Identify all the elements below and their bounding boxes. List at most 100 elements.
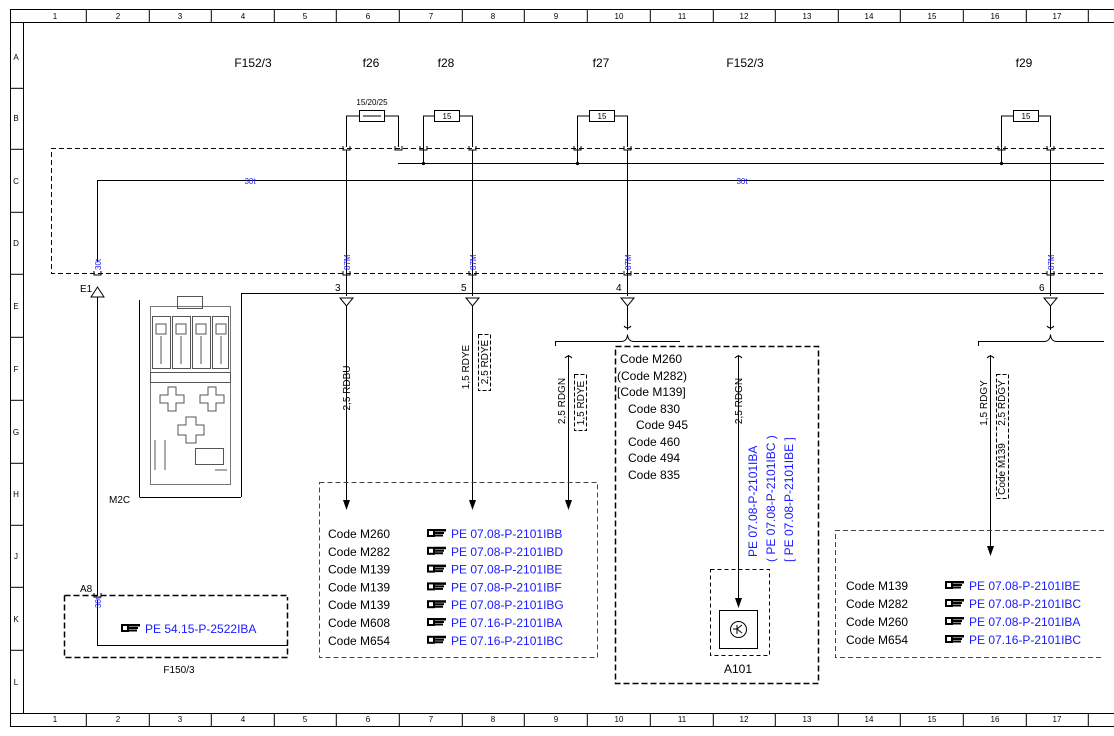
wire-label-rdgn-b: 2,5 RDGN <box>734 378 745 424</box>
ruler-col-top: 11 <box>678 12 687 21</box>
pin-term-6: 87M <box>1047 254 1056 270</box>
pin-5: 5 <box>461 283 467 294</box>
wire-label-rdbu: 2,5 RDBU <box>342 365 353 410</box>
ruler-row: A <box>13 53 19 62</box>
reference-link[interactable]: PE 07.08-P-2101IBD <box>451 545 563 559</box>
reference-link[interactable]: PE 07.08-P-2101IBF <box>451 580 562 594</box>
component-f150: F150/3 <box>163 665 195 676</box>
reference-link[interactable]: PE 54.15-P-2522IBA <box>145 622 256 636</box>
middle-code-2: [Code M139] <box>617 385 686 399</box>
ruler-col-top: 16 <box>991 12 1000 21</box>
fuse-label-f26: f26 <box>363 56 380 70</box>
pin-4: 4 <box>616 283 622 294</box>
reference-link[interactable]: PE 07.08-P-2101IBE <box>451 563 562 577</box>
reference-link[interactable]: ( PE 07.08-P-2101IBC ) <box>764 435 778 562</box>
fuse-rating: 15 <box>1022 112 1031 121</box>
ruler-col-top: 8 <box>491 12 496 21</box>
pin-term-4: 87M <box>624 254 633 270</box>
right-code-1: Code M282 <box>846 597 908 611</box>
ruler-col-top: 10 <box>615 12 624 21</box>
ruler-row: L <box>14 678 19 687</box>
ruler-col-bottom: 8 <box>491 715 496 724</box>
pointing-hand-icon <box>427 635 446 644</box>
fuse-rating: 15/20/25 <box>356 98 388 107</box>
fuse-f29: 15 <box>1001 110 1051 163</box>
ruler-row: G <box>13 428 19 437</box>
ruler-col-top: 7 <box>429 12 434 21</box>
left-code-6: Code M654 <box>328 634 390 648</box>
fuse-label-f28: f28 <box>438 56 455 70</box>
ruler-col-top: 6 <box>366 12 371 21</box>
component-a101: A101 <box>724 662 752 676</box>
ruler-row: F <box>14 365 19 374</box>
right-code-2: Code M260 <box>846 615 908 629</box>
ruler-col-bottom: 9 <box>554 715 559 724</box>
component-a101-box <box>710 569 770 656</box>
ruler-col-bottom: 10 <box>615 715 624 724</box>
reference-link[interactable]: PE 07.08-P-2101IBA <box>746 446 760 557</box>
ruler-col-bottom: 14 <box>865 715 874 724</box>
ruler-row: E <box>13 302 18 311</box>
pin-6: 6 <box>1039 283 1045 294</box>
middle-code-5: Code 460 <box>628 435 680 449</box>
ruler-col-bottom: 15 <box>928 715 937 724</box>
module-frame <box>51 148 1104 274</box>
left-code-0: Code M260 <box>328 527 390 541</box>
wire-label-rdgn-a: 2,5 RDGN <box>557 378 568 424</box>
pin-term-a8: 30t <box>94 596 103 608</box>
module-label-left: F152/3 <box>234 56 272 70</box>
fuse-rating: 15 <box>443 112 452 121</box>
ruler-col-bottom: 7 <box>429 715 434 724</box>
middle-code-7: Code 835 <box>628 468 680 482</box>
ruler-col-top: 4 <box>241 12 246 21</box>
reference-link[interactable]: PE 07.08-P-2101IBG <box>451 598 564 612</box>
middle-code-3: Code 830 <box>628 402 680 416</box>
ruler-col-top: 13 <box>803 12 812 21</box>
fuse-f26: 15/20/25 <box>346 98 399 147</box>
reference-link[interactable]: PE 07.08-P-2101IBB <box>451 527 562 541</box>
left-code-1: Code M282 <box>328 545 390 559</box>
reference-link[interactable]: PE 07.08-P-2101IBC <box>969 597 1081 611</box>
pointing-hand-icon <box>945 617 964 625</box>
ruler-col-top: 9 <box>554 12 559 21</box>
reference-link[interactable]: PE 07.08-P-2101IBA <box>969 615 1080 629</box>
pointing-hand-icon <box>427 546 446 555</box>
reference-box-right <box>835 530 1104 658</box>
pin-a8: A8 <box>80 584 93 595</box>
ruler-row: J <box>14 552 18 561</box>
ruler-row: D <box>13 239 19 248</box>
pointing-hand-icon <box>427 618 446 626</box>
middle-code-4: Code 945 <box>636 418 688 432</box>
horn-icon <box>730 621 747 638</box>
right-code-3: Code M654 <box>846 633 908 647</box>
ruler-col-top: 2 <box>116 12 121 21</box>
reference-box-left <box>319 482 598 658</box>
ruler-col-bottom: 17 <box>1053 715 1062 724</box>
relay-block-icon <box>150 296 231 485</box>
left-code-3: Code M139 <box>328 580 390 594</box>
pin-e1: E1 <box>80 284 93 295</box>
reference-link[interactable]: PE 07.16-P-2101IBC <box>451 634 563 648</box>
middle-code-0: Code M260 <box>620 352 682 366</box>
pointing-hand-icon <box>427 600 446 609</box>
fuse-f27: 15 <box>577 110 628 163</box>
reference-link[interactable]: [ PE 07.08-P-2101IBE ] <box>782 437 796 562</box>
pin-term-e1: 30t <box>94 258 103 270</box>
ruler-col-top: 15 <box>928 12 937 21</box>
wire-label-rdgy-a: 1,5 RDGY <box>979 380 990 426</box>
diagram-frame: 1122334455667788991010111112121313141415… <box>10 9 1114 727</box>
right-code-0: Code M139 <box>846 579 908 593</box>
pointing-hand-icon <box>945 635 964 643</box>
wire-label-rdgy-b: 2,5 RDGY <box>997 380 1008 426</box>
ruler-col-bottom: 12 <box>740 715 749 724</box>
reference-link[interactable]: PE 07.16-P-2101IBA <box>451 616 562 630</box>
ruler-col-top: 17 <box>1053 12 1062 21</box>
reference-link[interactable]: PE 07.16-P-2101IBC <box>969 633 1081 647</box>
pin-term-5: 87M <box>469 254 478 270</box>
middle-code-6: Code 494 <box>628 451 680 465</box>
left-code-2: Code M139 <box>328 563 390 577</box>
bus-label-left: 30t <box>244 177 256 186</box>
reference-link[interactable]: PE 07.08-P-2101IBE <box>969 579 1080 593</box>
ruler-col-bottom: 11 <box>678 715 687 724</box>
